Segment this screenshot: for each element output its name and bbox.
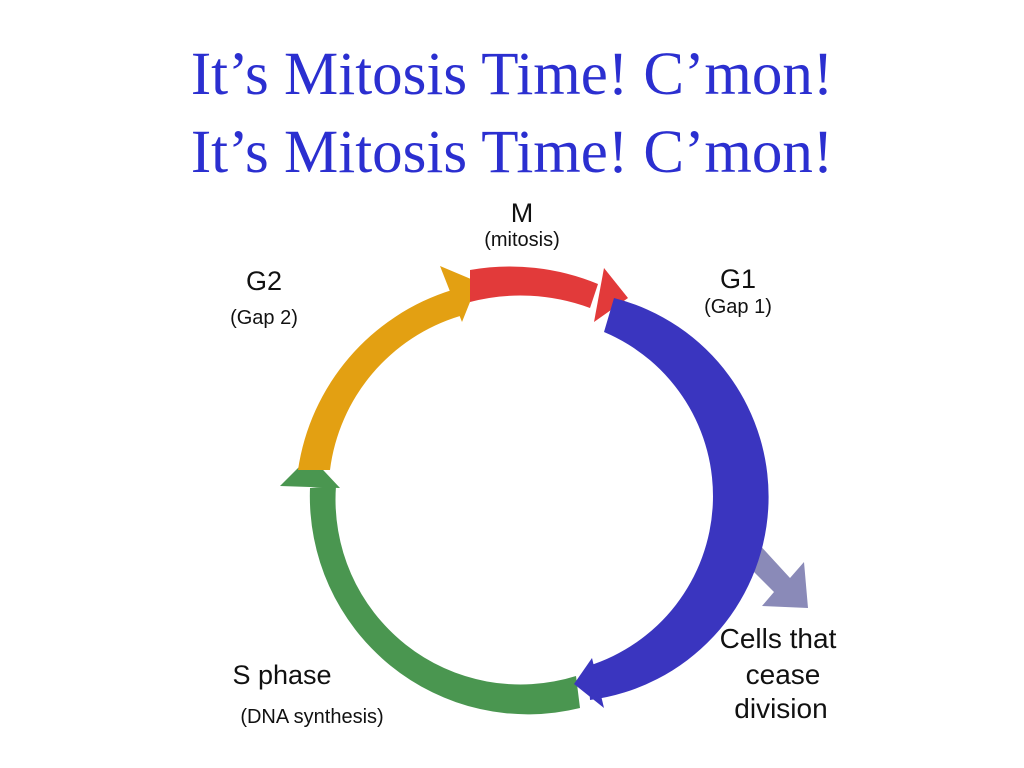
phase-arc-g1 — [588, 298, 769, 700]
label-exit-line-3: division — [734, 693, 827, 724]
label-g2-desc: (Gap 2) — [230, 307, 298, 329]
label-s-desc: (DNA synthesis) — [240, 706, 383, 728]
label-m-desc: (mitosis) — [484, 229, 560, 251]
label-m-name: M — [511, 198, 534, 228]
label-s-name: S phase — [232, 660, 331, 690]
phase-arrowhead-g2 — [440, 266, 478, 322]
phase-arrowhead-s — [280, 456, 340, 488]
title-line-1: It’s Mitosis Time! C’mon! — [190, 41, 834, 108]
label-g1-name: G1 — [720, 264, 756, 294]
phase-arc-m — [470, 266, 598, 308]
label-g2-name: G2 — [246, 266, 282, 296]
phase-arc-g2 — [298, 290, 460, 470]
phase-arrowhead-g1 — [574, 658, 604, 708]
label-g1-desc: (Gap 1) — [704, 296, 772, 318]
phase-arc-s — [309, 486, 580, 715]
phase-arrowhead-m — [594, 268, 628, 322]
label-exit-line-2: cease — [746, 659, 821, 690]
title-line-2: It’s Mitosis Time! C’mon! — [190, 119, 834, 186]
slide-title: It’s Mitosis Time! C’mon! It’s Mitosis T… — [0, 36, 1024, 192]
label-exit-line-1: Cells that — [720, 623, 837, 654]
